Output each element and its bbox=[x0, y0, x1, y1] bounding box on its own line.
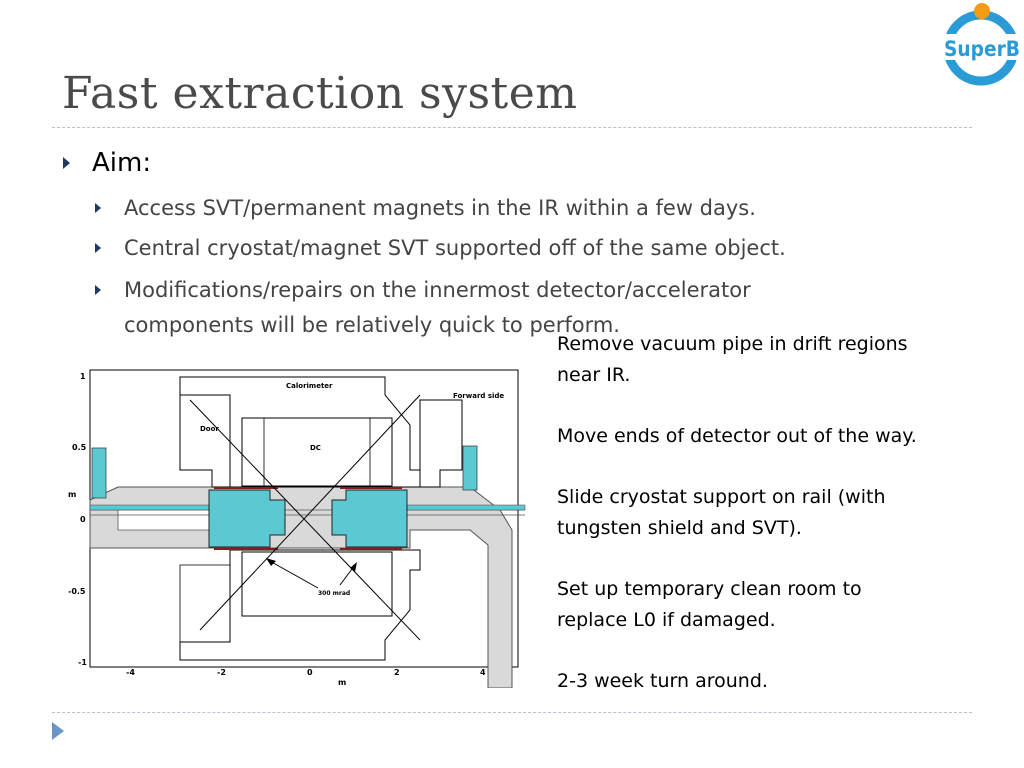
cryostat-right bbox=[331, 489, 408, 548]
acceptance-line bbox=[199, 394, 421, 631]
side-magnet-left bbox=[91, 447, 107, 499]
y-tick-label: -0.5 bbox=[68, 587, 86, 596]
note-line: tungsten shield and SVT). bbox=[557, 517, 802, 539]
calorimeter-label: Calorimeter bbox=[286, 382, 333, 390]
aim-heading: Aim: bbox=[92, 148, 152, 178]
sub-bullet-arrow-icon bbox=[95, 203, 101, 213]
title-divider bbox=[52, 127, 972, 128]
door-outline bbox=[179, 394, 231, 488]
x-tick-label: 2 bbox=[394, 668, 400, 677]
slide-title: Fast extraction system bbox=[62, 68, 578, 119]
lower-outline bbox=[179, 549, 421, 661]
note-line: Set up temporary clean room to bbox=[557, 578, 862, 600]
forward-outline bbox=[419, 399, 463, 488]
x-tick-label: 0 bbox=[307, 668, 313, 677]
dc-label: DC bbox=[310, 444, 321, 452]
y-tick-label: 0 bbox=[80, 515, 86, 524]
note-line: replace L0 if damaged. bbox=[557, 609, 776, 631]
y-tick-label: -1 bbox=[78, 658, 87, 667]
y-tick-label: 0.5 bbox=[72, 443, 87, 452]
dc-box bbox=[241, 417, 393, 487]
x-tick-label: -2 bbox=[217, 668, 226, 677]
y-axis-label: m bbox=[68, 490, 76, 499]
sub-bullet-arrow-icon bbox=[95, 243, 101, 253]
x-axis-label: m bbox=[338, 678, 346, 687]
aim-item-continuation: components will be relatively quick to p… bbox=[124, 313, 620, 337]
aim-item: Modifications/repairs on the innermost d… bbox=[124, 278, 751, 302]
sub-bullet-arrow-icon bbox=[95, 285, 101, 295]
bullet-arrow-icon bbox=[63, 157, 70, 169]
side-magnet-right bbox=[462, 445, 478, 491]
next-slide-arrow-icon[interactable] bbox=[52, 722, 64, 740]
acceptance-line bbox=[189, 399, 421, 641]
cryostat-left bbox=[208, 489, 286, 548]
note-line: Move ends of detector out of the way. bbox=[557, 425, 917, 447]
note-line: 2-3 week turn around. bbox=[557, 670, 768, 692]
aim-item: Access SVT/permanent magnets in the IR w… bbox=[124, 196, 756, 220]
x-tick-label: -4 bbox=[126, 668, 135, 677]
note-line: Slide cryostat support on rail (with bbox=[557, 486, 886, 508]
y-tick-label: 1 bbox=[80, 372, 86, 381]
detector-cross-section-diagram: Calorimeter Forward side Door DC 300 mra… bbox=[68, 369, 526, 688]
x-tick-label: 4 bbox=[480, 668, 486, 677]
superb-logo: SuperB bbox=[941, 3, 1021, 86]
door-label: Door bbox=[200, 425, 219, 433]
footer-divider bbox=[52, 712, 972, 713]
forward-side-label: Forward side bbox=[453, 392, 504, 400]
logo-text: SuperB bbox=[944, 37, 1020, 61]
note-line: near IR. bbox=[557, 364, 631, 386]
mrad-label: 300 mrad bbox=[318, 590, 350, 597]
note-line: Remove vacuum pipe in drift regions bbox=[557, 333, 908, 355]
aim-item: Central cryostat/magnet SVT supported of… bbox=[124, 236, 786, 260]
